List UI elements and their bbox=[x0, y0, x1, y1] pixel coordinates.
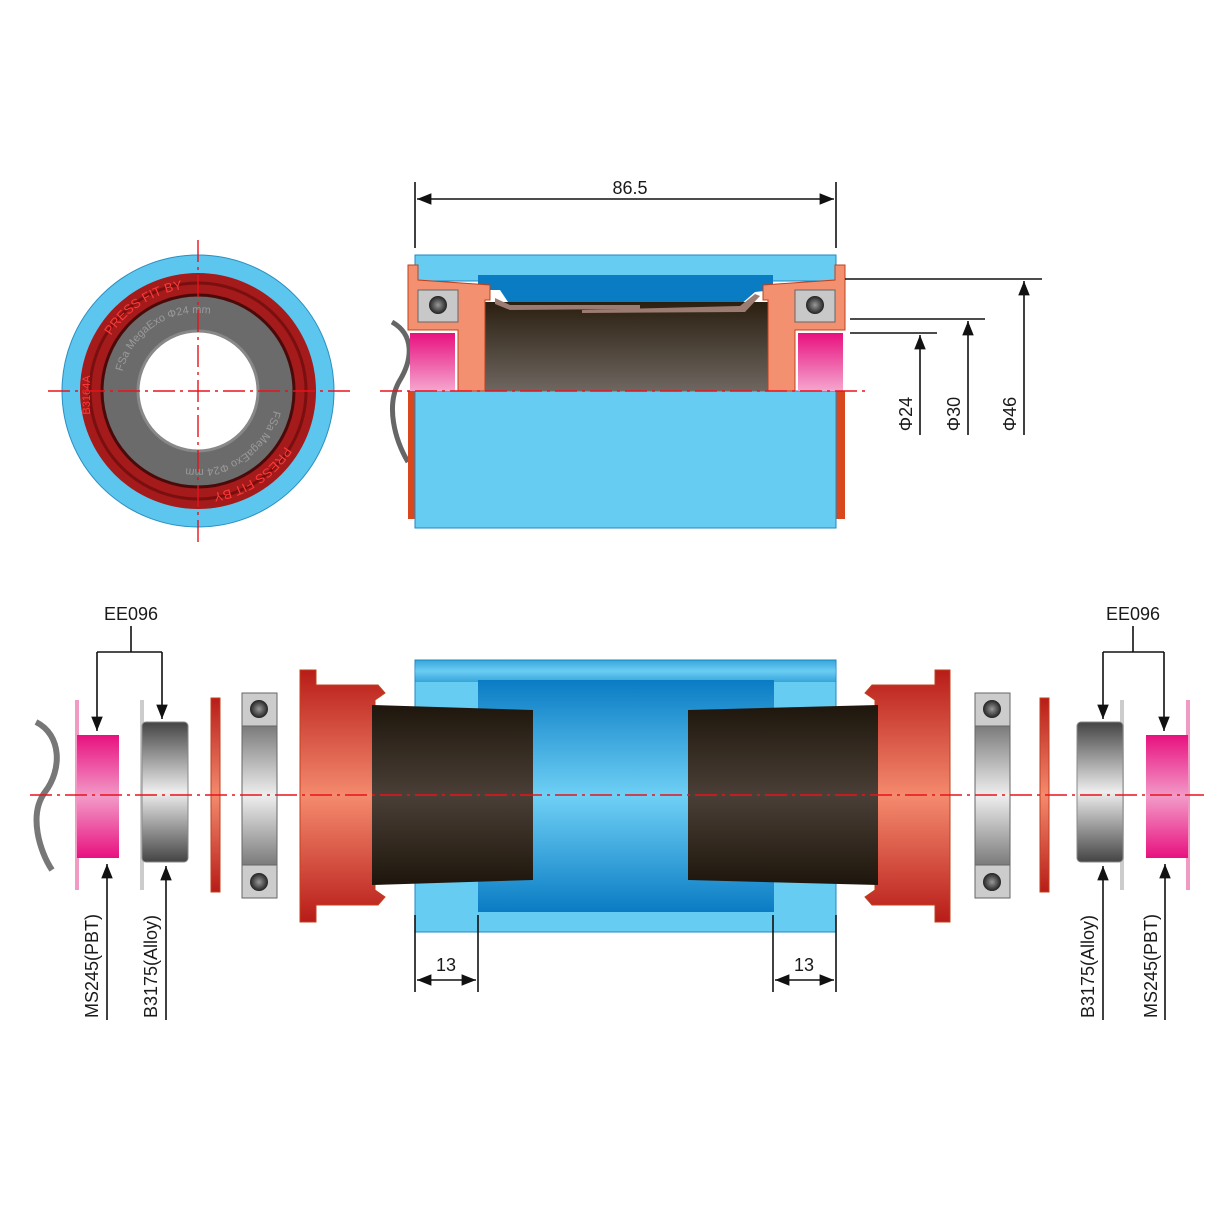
spindle-tube bbox=[483, 302, 771, 391]
bracket-left bbox=[97, 626, 162, 653]
bearing-ball-left bbox=[429, 296, 447, 314]
shell-top-shade bbox=[415, 660, 836, 682]
part-label-ms245-left: MS245(PBT) bbox=[82, 914, 102, 1018]
shell-inner bbox=[478, 275, 773, 310]
diameter-label-46: Φ46 bbox=[1000, 397, 1020, 431]
group-label-right: EE096 bbox=[1106, 604, 1160, 624]
part-code: B3164A bbox=[81, 375, 93, 415]
part-label-ms245-right: MS245(PBT) bbox=[1141, 914, 1161, 1018]
shell-lower bbox=[414, 390, 837, 529]
group-label-left: EE096 bbox=[104, 604, 158, 624]
diameter-label-30: Φ30 bbox=[944, 397, 964, 431]
spacer-right bbox=[798, 333, 843, 391]
section-view: 86.5 Φ24 Φ30 Φ46 bbox=[380, 178, 1042, 529]
offset-label-left: 13 bbox=[436, 955, 456, 975]
part-label-b3175-right: B3175(Alloy) bbox=[1078, 915, 1098, 1018]
offset-label-right: 13 bbox=[794, 955, 814, 975]
part-label-b3175-left: B3175(Alloy) bbox=[141, 915, 161, 1018]
bearing-right bbox=[974, 692, 1011, 899]
end-view: PRESS FIT BY PRESS FIT BY B3164A FSa Meg… bbox=[48, 240, 350, 542]
bracket-right bbox=[1103, 626, 1164, 653]
cup-left bbox=[299, 669, 386, 923]
wave-washer bbox=[390, 319, 412, 464]
wave-washer bbox=[33, 719, 60, 872]
length-label: 86.5 bbox=[612, 178, 647, 198]
bearing-ball-right bbox=[806, 296, 824, 314]
tube-wall-right bbox=[582, 294, 760, 313]
exploded-view: EE096 EE096 MS245(PBT) B3175(Alloy) B317… bbox=[30, 604, 1204, 1020]
tube-wall-left bbox=[495, 298, 640, 310]
cup-right bbox=[864, 669, 951, 923]
spacer-left bbox=[410, 333, 455, 391]
diameter-label-24: Φ24 bbox=[896, 397, 916, 431]
